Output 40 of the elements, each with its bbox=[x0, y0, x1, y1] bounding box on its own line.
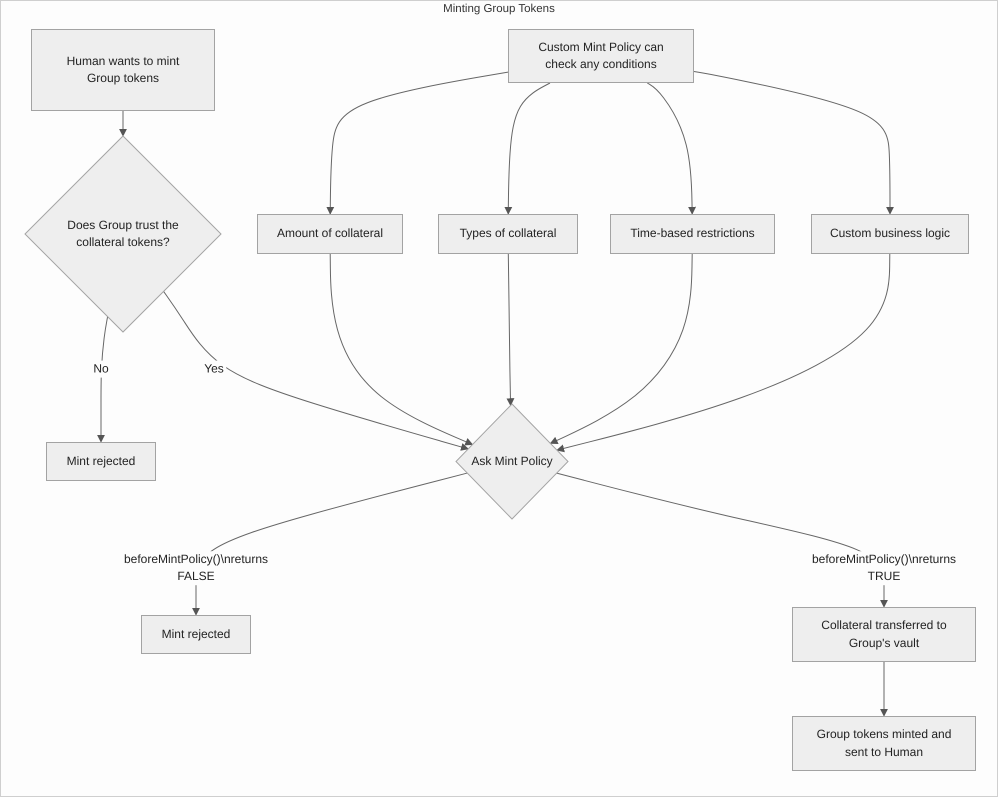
arrow bbox=[192, 472, 468, 616]
edge-label: No bbox=[91, 360, 111, 378]
arrow bbox=[330, 254, 474, 446]
diagram-title: Minting Group Tokens bbox=[442, 3, 556, 15]
arrow bbox=[163, 290, 469, 451]
edge-label: beforeMintPolicy()\nreturns TRUE bbox=[810, 551, 958, 585]
arrow bbox=[880, 662, 888, 717]
node-label: Collateral transferred to Group's vault bbox=[820, 617, 948, 652]
node-label: Types of collateral bbox=[458, 225, 558, 242]
node-label: Does Group trust the collateral tokens? bbox=[66, 216, 180, 251]
node-label: Group tokens minted and sent to Human bbox=[816, 726, 952, 760]
process-box bbox=[792, 716, 976, 771]
node-label: Amount of collateral bbox=[276, 225, 384, 242]
arrow bbox=[694, 71, 894, 215]
process-box bbox=[46, 442, 156, 481]
node-label: Custom business logic bbox=[828, 225, 952, 242]
node-label: Time-based restrictions bbox=[629, 225, 756, 242]
node-label: Mint rejected bbox=[160, 626, 232, 643]
arrow bbox=[550, 254, 693, 444]
node-label: Human wants to mint Group tokens bbox=[66, 52, 180, 87]
process-box bbox=[792, 607, 976, 662]
process-box bbox=[438, 214, 578, 254]
arrow bbox=[119, 110, 127, 137]
node-label: Mint rejected bbox=[66, 452, 136, 470]
process-box bbox=[508, 29, 694, 83]
arrow bbox=[556, 254, 890, 452]
process-box bbox=[811, 214, 969, 254]
node-label: Custom Mint Policy can check any conditions bbox=[537, 38, 665, 73]
arrow bbox=[504, 82, 550, 215]
node-label: Ask Mint Policy bbox=[470, 452, 554, 470]
process-box bbox=[610, 214, 775, 254]
process-box bbox=[141, 615, 251, 654]
process-box bbox=[31, 29, 215, 111]
arrow bbox=[646, 82, 696, 215]
arrow bbox=[326, 72, 508, 215]
decision-diamond bbox=[25, 136, 221, 332]
arrow bbox=[97, 316, 108, 443]
arrow bbox=[506, 254, 514, 406]
decision-diamond bbox=[456, 404, 568, 519]
process-box bbox=[257, 214, 403, 254]
